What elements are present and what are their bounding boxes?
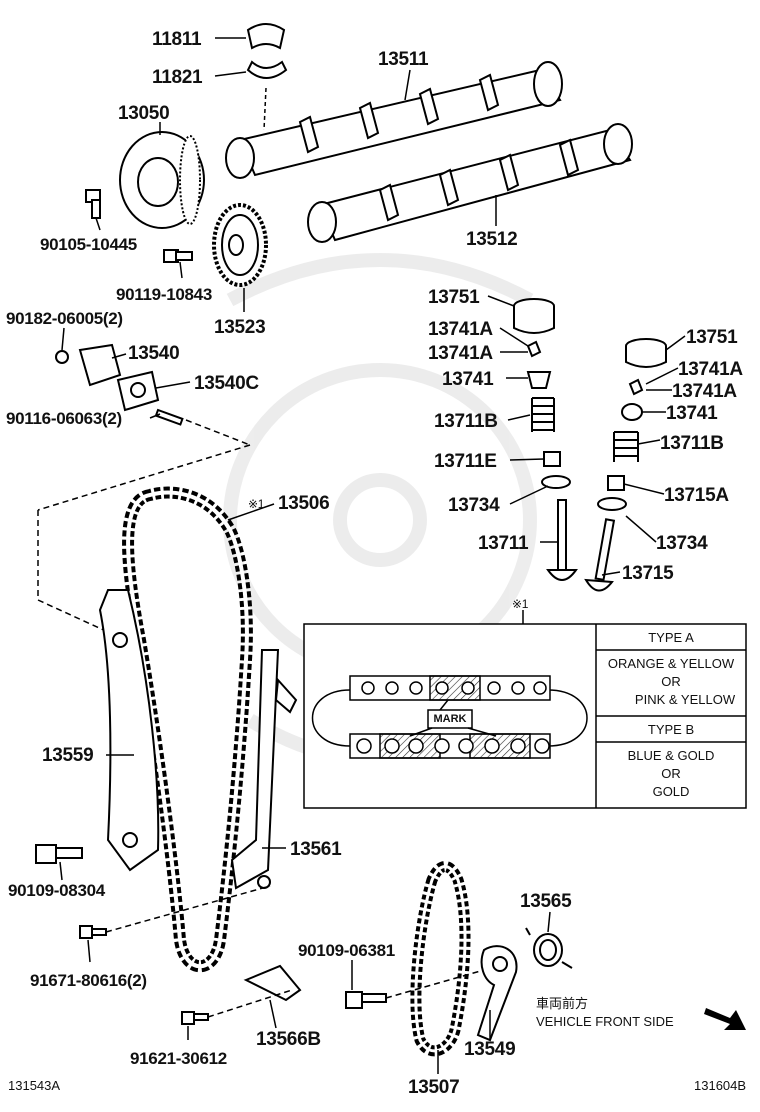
type-a-line-1: ORANGE & YELLOW [607,656,735,671]
part-label-13715a: 13715A [664,485,729,506]
type-a-heading: TYPE A [648,630,694,645]
bolt-90119 [163,249,193,263]
bolt-90116 [154,408,184,426]
part-label-13715: 13715 [622,563,674,584]
bolt-90109-06381 [345,991,387,1009]
part-label-13566b: 13566B [256,1029,321,1050]
chain-tensioner [55,343,122,387]
bolt-90105 [85,189,101,219]
part-label-13711: 13711 [478,533,529,554]
valve-seat-1 [541,475,571,489]
mark-label: MARK [433,713,467,725]
timing-chain [122,486,253,973]
valve-spring-1 [531,397,555,432]
part-label-13741a-4: 13741A [672,381,737,402]
tensioner-gasket [116,370,160,412]
part-label-13741: 13741 [442,369,494,390]
bolt-90109-08304 [35,844,83,864]
intake-camshaft [225,61,563,179]
type-b-line-2: OR [661,766,681,781]
illustration-code-right: 131604B [694,1078,747,1093]
type-b-heading: TYPE B [647,722,695,737]
type-b-line-1: BLUE & GOLD [627,748,715,763]
chain-vibration-damper-no2 [243,964,302,1002]
illustration-code-left: 131543A [8,1078,61,1093]
exhaust-valve [584,518,616,592]
type-a-line-3: PINK & YELLOW [634,692,736,707]
camshaft-timing-gear [119,131,205,229]
part-label-13741-b: 13741 [666,403,718,424]
exhaust-camshaft [307,123,633,243]
valve-lifter-1 [513,298,555,334]
chain-mark-table [303,623,747,809]
tensioner-spring [525,927,573,969]
part-label-90109-08304: 90109-08304 [8,881,105,900]
valve-keeper-2 [628,378,644,396]
table-reference-mark: ※1 [512,597,529,611]
type-b-line-3: GOLD [652,784,690,799]
part-label-13507: 13507 [408,1077,460,1098]
part-label-13050: 13050 [118,103,170,124]
part-label-13751: 13751 [428,287,480,308]
part-label-13741a-3: 13741A [678,359,743,380]
part-label-90116-06063: 90116-06063(2) [6,409,122,428]
valve-retainer-2 [621,403,643,421]
part-label-11811: 11811 [152,29,202,50]
camshaft-bearing-upper [246,23,286,50]
part-label-13741a-2: 13741A [428,343,493,364]
part-label-13512: 13512 [466,229,518,250]
chain-vibration-damper [230,649,298,890]
part-label-13734: 13734 [448,495,500,516]
part-label-13711b-2: 13711B [660,433,724,454]
part-label-90182-06005: 90182-06005(2) [6,309,123,328]
valve-stem-seal-2 [607,475,625,491]
valve-stem-seal-1 [543,451,561,467]
valve-lifter-2 [625,338,667,368]
part-label-13549: 13549 [464,1039,516,1060]
camshaft-bearing-lower [246,60,288,79]
part-label-13711b: 13711B [434,411,498,432]
part-label-90119-10843: 90119-10843 [116,285,212,304]
direction-japanese: 車両前方 [536,996,589,1011]
part-label-13559: 13559 [42,745,94,766]
part-label-11821: 11821 [152,67,203,88]
part-label-13734-b: 13734 [656,533,708,554]
part-label-13565: 13565 [520,891,572,912]
intake-valve [546,499,578,581]
oil-pump-chain [410,861,471,1057]
valve-seat-2 [597,497,627,511]
chain-slipper-guide [98,589,160,872]
bolt-91671 [79,925,107,939]
part-label-90109-06381: 90109-06381 [298,941,395,960]
part-label-13561: 13561 [290,839,342,860]
valve-spring-2 [613,431,639,462]
arrow-right-down-icon [704,1008,746,1030]
chain-mark-illustration [311,675,588,759]
leader-lines [59,37,686,1074]
direction-english: VEHICLE FRONT SIDE [536,1014,674,1029]
part-label-13711e: 13711E [434,451,497,472]
exhaust-camshaft-sprocket [212,203,268,287]
valve-keeper-1 [526,340,542,358]
reference-mark-1: ※1 [248,497,265,511]
part-label-13540: 13540 [128,343,180,364]
part-label-13751-b: 13751 [686,327,738,348]
part-label-91621-30612: 91621-30612 [130,1049,227,1068]
bolt-91621 [181,1011,209,1025]
valve-retainer-1 [526,371,552,389]
chain-tensioner-arm [476,945,518,1042]
type-a-line-2: OR [661,674,681,689]
part-label-13511: 13511 [378,49,429,70]
part-label-90105-10445: 90105-10445 [40,235,137,254]
part-label-13523: 13523 [214,317,266,338]
part-label-13540c: 13540C [194,373,259,394]
part-label-13741a-1: 13741A [428,319,493,340]
part-label-91671-80616: 91671-80616(2) [30,971,147,990]
part-label-13506: 13506 [278,493,330,514]
